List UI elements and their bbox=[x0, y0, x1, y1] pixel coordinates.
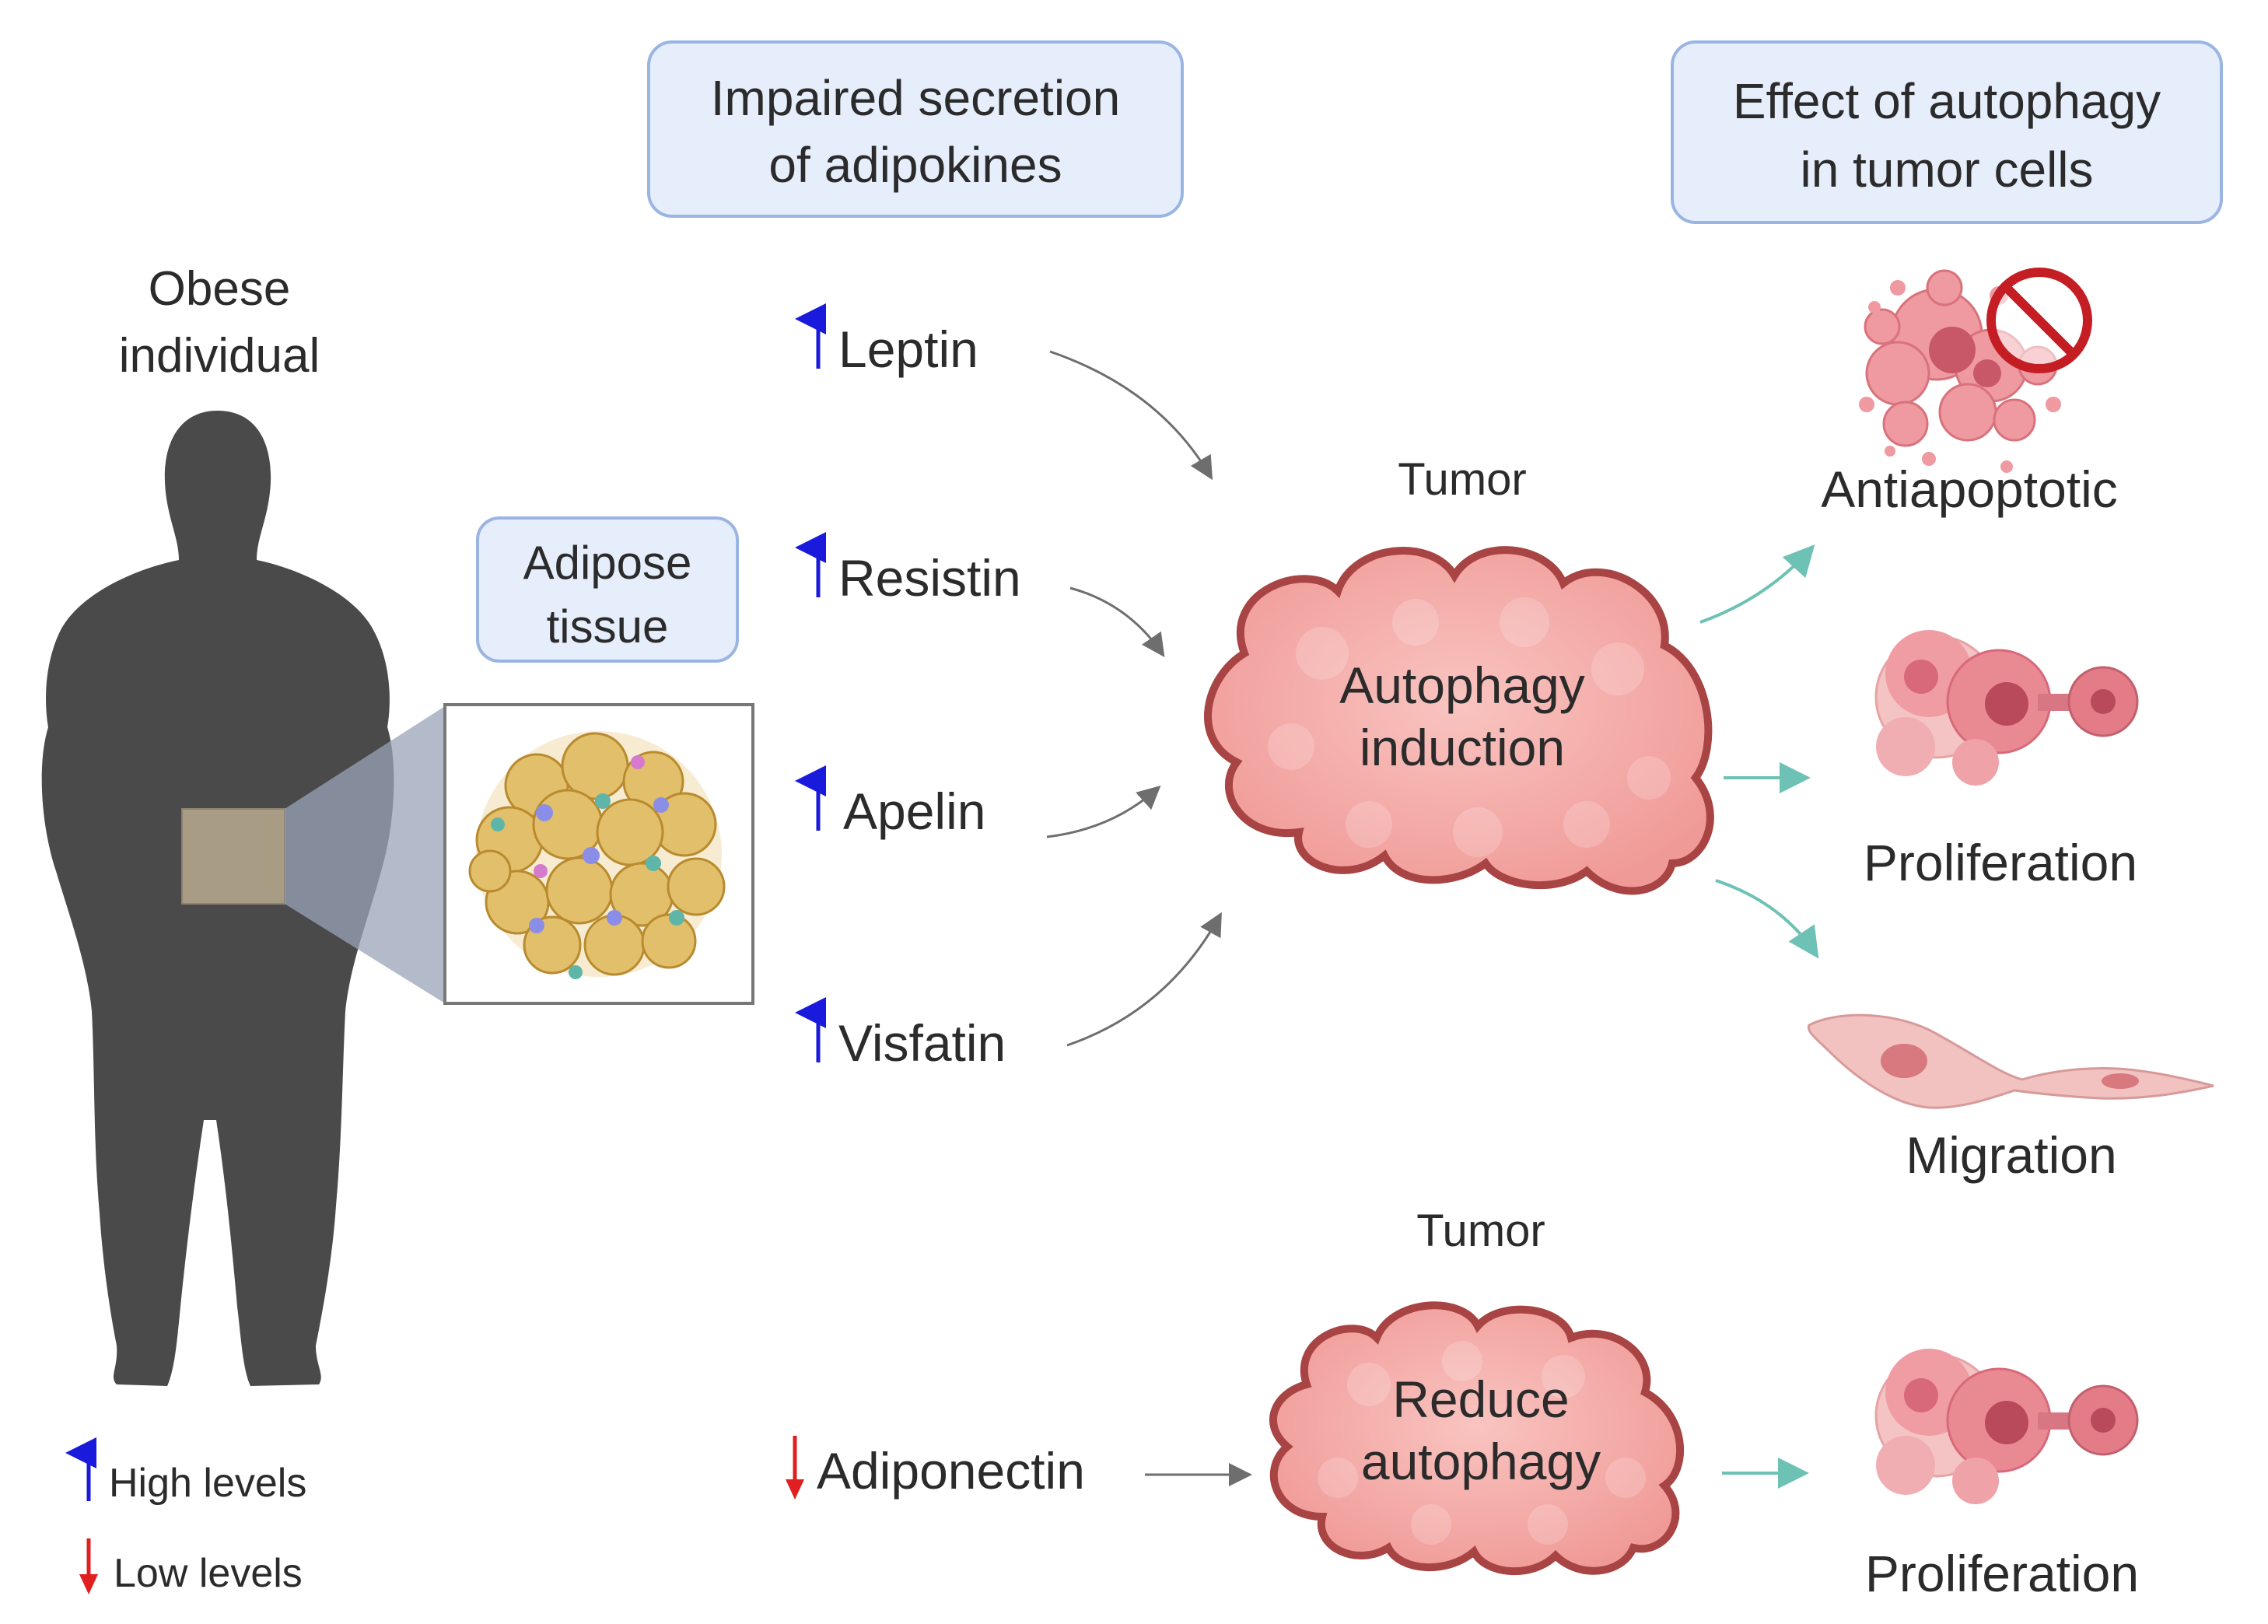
effect-header-line2: in tumor cells bbox=[1801, 142, 2094, 198]
tumor-top-label: Tumor bbox=[1398, 454, 1526, 505]
secretion-header-line2: of adipokines bbox=[768, 137, 1062, 193]
legend-high: High levels bbox=[65, 1437, 306, 1506]
no-sign-icon bbox=[1986, 268, 2092, 373]
proliferating-cells-image bbox=[1874, 630, 2139, 786]
abdomen-highlight bbox=[181, 808, 285, 905]
resistin-to-tumor-arrow bbox=[1069, 586, 1165, 657]
visfatin-label: Visfatin bbox=[838, 1014, 1006, 1072]
adipose-label-box bbox=[476, 516, 739, 663]
legend-low: Low levels bbox=[79, 1538, 303, 1596]
proliferation-bottom-label: Proliferation bbox=[1865, 1545, 2139, 1602]
apelin-item: Apelin bbox=[795, 765, 985, 840]
secretion-header-box bbox=[647, 40, 1184, 218]
migrating-cell-image bbox=[1807, 1013, 2214, 1109]
adipocyte-cluster-image bbox=[468, 731, 726, 979]
tumor-bottom-cloud bbox=[1269, 1301, 1684, 1575]
apelin-label: Apelin bbox=[843, 782, 985, 840]
person-label-line2: individual bbox=[119, 329, 320, 383]
secretion-header-line1: Impaired secretion bbox=[711, 70, 1120, 126]
tumor-top-line1: Autophagy bbox=[1339, 656, 1585, 714]
antiapoptotic-label: Antiapoptotic bbox=[1821, 460, 2118, 518]
legend: High levels Low levels bbox=[65, 1437, 306, 1596]
tumor-bottom-line2: autophagy bbox=[1361, 1433, 1601, 1490]
adipose-label-line2: tissue bbox=[547, 600, 669, 653]
tumor-to-antiapoptotic-arrow bbox=[1699, 544, 1815, 624]
leptin-label: Leptin bbox=[838, 320, 978, 378]
leptin-item: Leptin bbox=[795, 303, 978, 378]
migration-label: Migration bbox=[1906, 1126, 2116, 1184]
legend-low-label: Low levels bbox=[114, 1551, 303, 1596]
apelin-to-tumor-arrow bbox=[1046, 785, 1161, 838]
effect-header-line1: Effect of autophagy bbox=[1733, 73, 2161, 129]
adiponectin-item: Adiponectin bbox=[786, 1436, 1085, 1500]
tumor-top-cloud bbox=[1204, 546, 1714, 895]
resistin-item: Resistin bbox=[795, 532, 1021, 607]
visfatin-item: Visfatin bbox=[795, 997, 1006, 1072]
proliferation-label: Proliferation bbox=[1864, 834, 2137, 891]
leptin-to-tumor-arrow bbox=[1049, 350, 1213, 481]
legend-high-label: High levels bbox=[109, 1461, 306, 1506]
visfatin-to-tumor-arrow bbox=[1066, 912, 1222, 1047]
resistin-label: Resistin bbox=[838, 549, 1021, 607]
person-label-line1: Obese bbox=[149, 262, 291, 316]
tumor-bottom-line1: Reduce bbox=[1392, 1370, 1570, 1428]
tumor-top-line2: induction bbox=[1360, 719, 1565, 776]
down-arrow-icon bbox=[79, 1538, 98, 1594]
proliferating-cells-bottom-image bbox=[1874, 1349, 2139, 1504]
effect-header-box bbox=[1671, 40, 2223, 224]
tumor-to-migration-arrow bbox=[1715, 879, 1819, 959]
tumor-bottom-label: Tumor bbox=[1416, 1206, 1545, 1256]
down-arrow-icon bbox=[786, 1436, 804, 1500]
adiponectin-label: Adiponectin bbox=[817, 1442, 1085, 1500]
adipose-label-line1: Adipose bbox=[523, 537, 692, 589]
zoom-callout bbox=[285, 706, 445, 1003]
